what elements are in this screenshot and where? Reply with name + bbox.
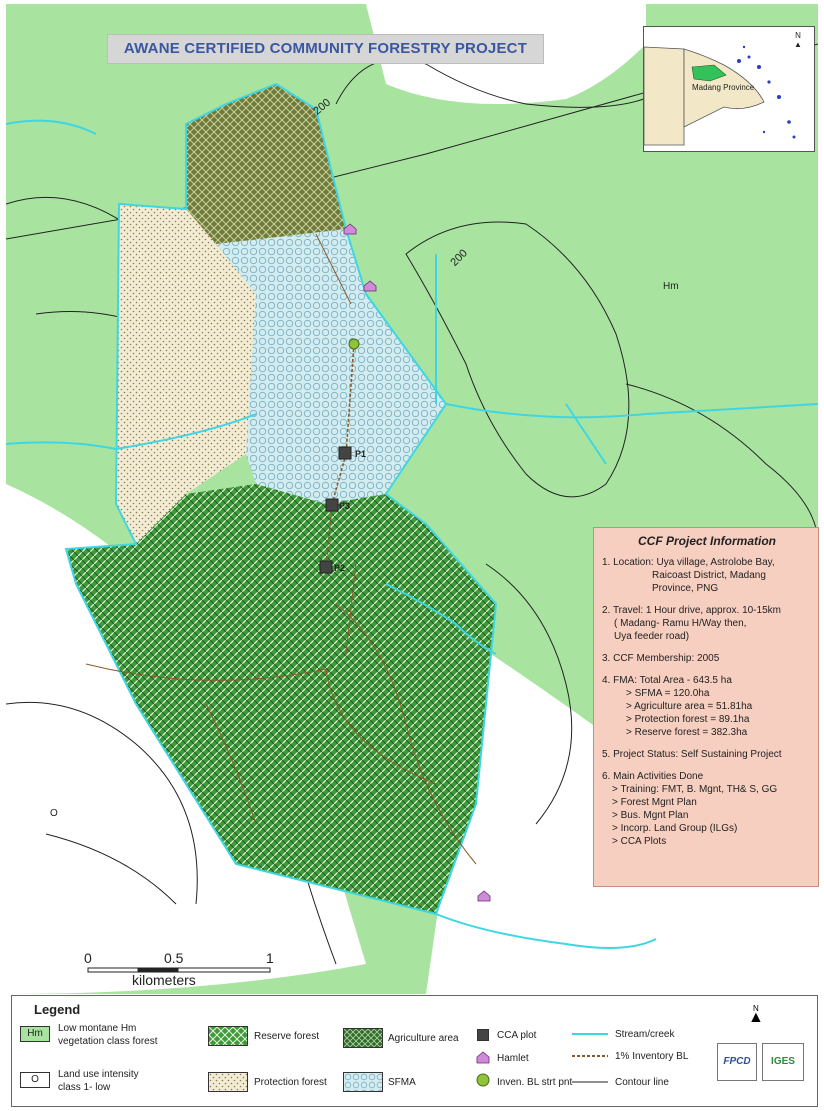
info-travel-line3: Uya feeder road) [614,631,690,642]
legend-hm-code: Hm [27,1028,43,1039]
hamlet-icon [343,223,491,902]
legend-start-point-icon [476,1073,490,1087]
north-arrow-icon: ▲ [794,40,802,49]
info-membership: 3. CCF Membership: 2005 [602,653,720,664]
info-fma: 4. FMA: Total Area - 643.5 ha > SFMA = 1… [602,674,812,739]
legend-o-line1: Land use intensity [58,1069,139,1080]
info-fma-protection: > Protection forest = 89.1ha [626,714,750,725]
scale-tick-0: 0 [84,950,92,966]
legend-o-code: O [31,1074,39,1085]
legend-contour-label: Contour line [615,1077,669,1088]
legend-contour-icon [572,1081,608,1083]
info-activity-item: > Training: FMT, B. Mgnt, TH& S, GG [612,784,778,795]
iges-logo-text: IGES [771,1056,795,1067]
info-travel-line2: ( Madang- Ramu H/Way then, [614,618,747,629]
legend-cca-label: CCA plot [497,1030,537,1041]
reserve-forest-zone [66,484,496,914]
track-lines [85,233,477,865]
info-travel: 2. Travel: 1 Hour drive, approx. 10-15km… [602,604,812,643]
inventory-start-point[interactable] [348,338,360,350]
scale-tick-half: 0.5 [164,950,184,966]
info-location: 1. Location: Uya village, Astrolobe Bay,… [602,556,812,595]
iges-logo: IGES [762,1043,804,1081]
legend-swatch-protection [208,1072,248,1092]
legend-reserve-label: Reserve forest [254,1031,320,1042]
info-heading: CCF Project Information [637,534,776,548]
plot-label-p1: P1 [355,449,367,459]
legend-inven-label: Inven. BL strt pnt [497,1077,573,1088]
legend-inventory-label: 1% Inventory BL [615,1051,689,1062]
scale-bar: 0 0.5 1 kilometers [80,950,280,990]
legend-o-line2: class 1- low [58,1082,111,1093]
scale-unit: kilometers [132,972,196,988]
legend-cca-icon [477,1029,489,1041]
protection-forest-zone [116,204,256,544]
legend-panel: Legend Hm Low montane Hm vegetation clas… [11,995,818,1107]
info-location-line3: Province, PNG [652,583,719,594]
north-arrow-icon: ▲ [748,1009,764,1026]
legend-title: Legend [34,1002,81,1017]
inset-north-arrow: N ▲ [794,31,802,49]
info-activity-item: > Bus. Mgnt Plan [612,810,689,821]
info-location-line2: Raicoast District, Madang [652,570,766,581]
legend-north-arrow: N ▲ [748,1004,764,1026]
legend-swatch-agriculture [343,1028,383,1048]
legend-hm-line1: Low montane Hm [58,1023,137,1034]
legend-hm-text: Low montane Hm vegetation class forest [58,1022,158,1048]
plot-label-p3: P3 [339,501,351,511]
info-fma-agriculture: > Agriculture area = 51.81ha [626,701,753,712]
legend-swatch-o: O [20,1072,50,1088]
legend-inventory-icon [572,1055,608,1057]
info-fma-heading: 4. FMA: Total Area - 643.5 ha [602,675,732,686]
agriculture-area-zone [186,84,346,244]
info-activities: 6. Main Activities Done > Training: FMT,… [602,770,812,848]
inventory-baseline [325,343,355,570]
info-activity-item: > CCA Plots [612,836,667,847]
fpcd-logo: FPCD [717,1043,757,1081]
plot-label-p2: P2 [334,563,346,573]
legend-agriculture-label: Agriculture area [388,1033,459,1044]
project-info-box: CCF Project Information 1. Location: Uya… [593,527,819,887]
legend-swatch-reserve [208,1026,248,1046]
legend-stream-icon [572,1033,608,1035]
info-status: 5. Project Status: Self Sustaining Proje… [602,749,782,760]
cca-plot-p2[interactable] [319,560,333,574]
legend-swatch-sfma [343,1072,383,1092]
legend-hamlet-icon [476,1051,490,1064]
inset-province-label: Madang Province [692,83,755,92]
info-activity-item: > Forest Mgnt Plan [612,797,697,808]
legend-hm-line2: vegetation class forest [58,1036,158,1047]
inset-north-label: N [795,31,801,40]
streams [6,119,818,949]
zone-label-hm: Hm [663,281,679,292]
cca-plot-p1[interactable] [338,446,352,460]
info-travel-line1: 2. Travel: 1 Hour drive, approx. 10-15km [602,605,781,616]
scale-tick-1: 1 [266,950,274,966]
info-fma-sfma: > SFMA = 120.0ha [626,688,710,699]
zone-label-o: O [50,808,58,819]
legend-stream-label: Stream/creek [615,1029,675,1040]
inset-map-canvas [644,45,796,146]
legend-o-text: Land use intensity class 1- low [58,1068,139,1094]
project-boundary [64,82,498,916]
legend-protection-label: Protection forest [254,1077,327,1088]
sfma-zone [216,229,446,504]
legend-sfma-label: SFMA [388,1077,416,1088]
inset-locator-map: Madang Province N ▲ [643,26,815,152]
map-title: AWANE CERTIFIED COMMUNITY FORESTRY PROJE… [107,34,544,64]
legend-swatch-hm: Hm [20,1026,50,1042]
info-fma-reserve: > Reserve forest = 382.3ha [626,727,748,738]
fpcd-logo-text: FPCD [723,1056,751,1067]
legend-hamlet-label: Hamlet [497,1053,529,1064]
cca-plot-p3[interactable] [325,498,339,512]
info-activity-item: > Incorp. Land Group (ILGs) [612,823,738,834]
legend-north-label: N [753,1004,759,1013]
scale-bar-graphic [87,967,271,973]
map-canvas [6,4,818,994]
info-activities-heading: 6. Main Activities Done [602,771,704,782]
info-location-line1: 1. Location: Uya village, Astrolobe Bay, [602,557,775,568]
